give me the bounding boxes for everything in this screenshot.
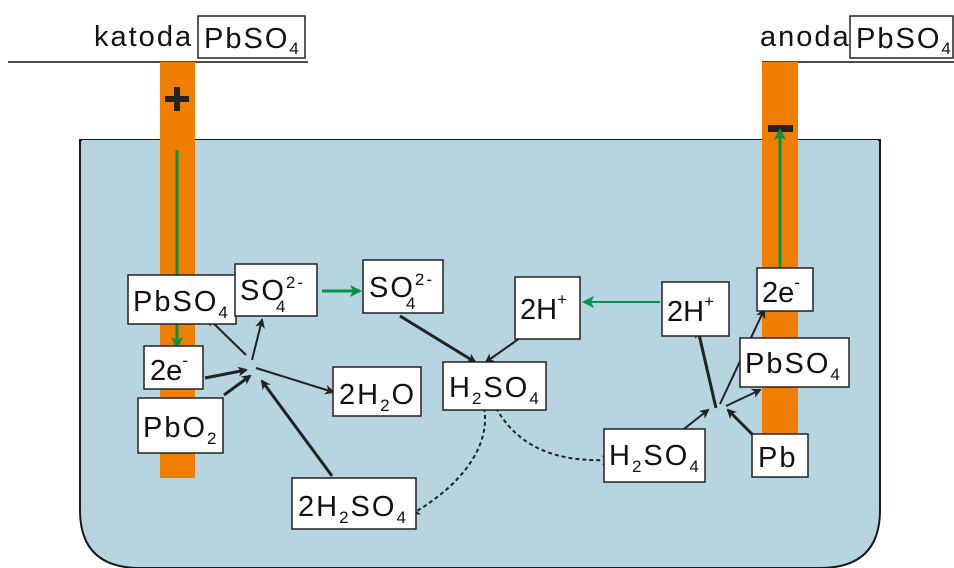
svg-text:PbSO4: PbSO4 bbox=[133, 286, 230, 322]
svg-text:H2SO4: H2SO4 bbox=[449, 372, 541, 408]
species-protons-left: 2H+ bbox=[514, 276, 581, 340]
species-sulfate-cathode: SO2-4 bbox=[234, 263, 318, 317]
species-pbso4-cathode: PbSO4 bbox=[127, 274, 237, 325]
svg-text:PbO2: PbO2 bbox=[143, 412, 219, 448]
svg-text:2H+: 2H+ bbox=[520, 290, 567, 326]
svg-text:2e-: 2e- bbox=[762, 273, 800, 309]
species-sulfuric-acid-bottom: 2H2SO4 bbox=[291, 477, 417, 530]
cathode-product-formula: PbSO4 bbox=[204, 23, 301, 58]
dissociation-arrow bbox=[410, 407, 486, 516]
anode-label: anoda bbox=[760, 21, 851, 53]
reaction-arrow bbox=[223, 374, 252, 397]
plus-sign-icon bbox=[165, 87, 189, 111]
reaction-arrow bbox=[399, 314, 477, 364]
reaction-arrow bbox=[251, 318, 265, 361]
svg-text:2H+: 2H+ bbox=[667, 292, 714, 328]
reaction-arrow bbox=[255, 367, 335, 395]
reaction-arrow bbox=[725, 388, 762, 407]
cathode-label: katoda bbox=[94, 21, 193, 53]
species-protons-right: 2H+ bbox=[661, 281, 730, 337]
species-water: 2H2O bbox=[332, 366, 422, 417]
species-sulfate-solution: SO2-4 bbox=[362, 259, 444, 314]
species-sulfuric-acid-center: H2SO4 bbox=[442, 361, 547, 411]
species-lead-dioxide: PbO2 bbox=[137, 397, 224, 454]
svg-text:Pb: Pb bbox=[758, 442, 797, 474]
anode-product-box bbox=[849, 15, 954, 59]
svg-text:SO2-4: SO2-4 bbox=[369, 270, 434, 313]
svg-text:2e-: 2e- bbox=[150, 351, 188, 387]
anode-product-formula: PbSO4 bbox=[856, 23, 953, 58]
species-pbso4-anode: PbSO4 bbox=[739, 337, 850, 388]
svg-text:H2SO4: H2SO4 bbox=[609, 440, 701, 476]
reaction-arrow bbox=[204, 366, 248, 380]
species-lead: Pb bbox=[751, 433, 809, 478]
svg-text:SO2-4: SO2-4 bbox=[240, 273, 305, 316]
dissociation-arrow bbox=[495, 407, 612, 466]
svg-text:2H2O: 2H2O bbox=[339, 379, 416, 415]
reaction-arrow bbox=[484, 337, 521, 364]
reaction-arrow bbox=[260, 379, 334, 477]
species-electrons-cathode: 2e- bbox=[143, 345, 204, 390]
reaction-arrow bbox=[694, 328, 718, 409]
cathode-product-box bbox=[197, 15, 306, 59]
svg-text:PbSO4: PbSO4 bbox=[745, 348, 842, 384]
svg-text:2H2SO4: 2H2SO4 bbox=[298, 491, 408, 527]
species-sulfuric-acid-right: H2SO4 bbox=[603, 428, 706, 483]
species-electrons-anode: 2e- bbox=[756, 267, 814, 312]
